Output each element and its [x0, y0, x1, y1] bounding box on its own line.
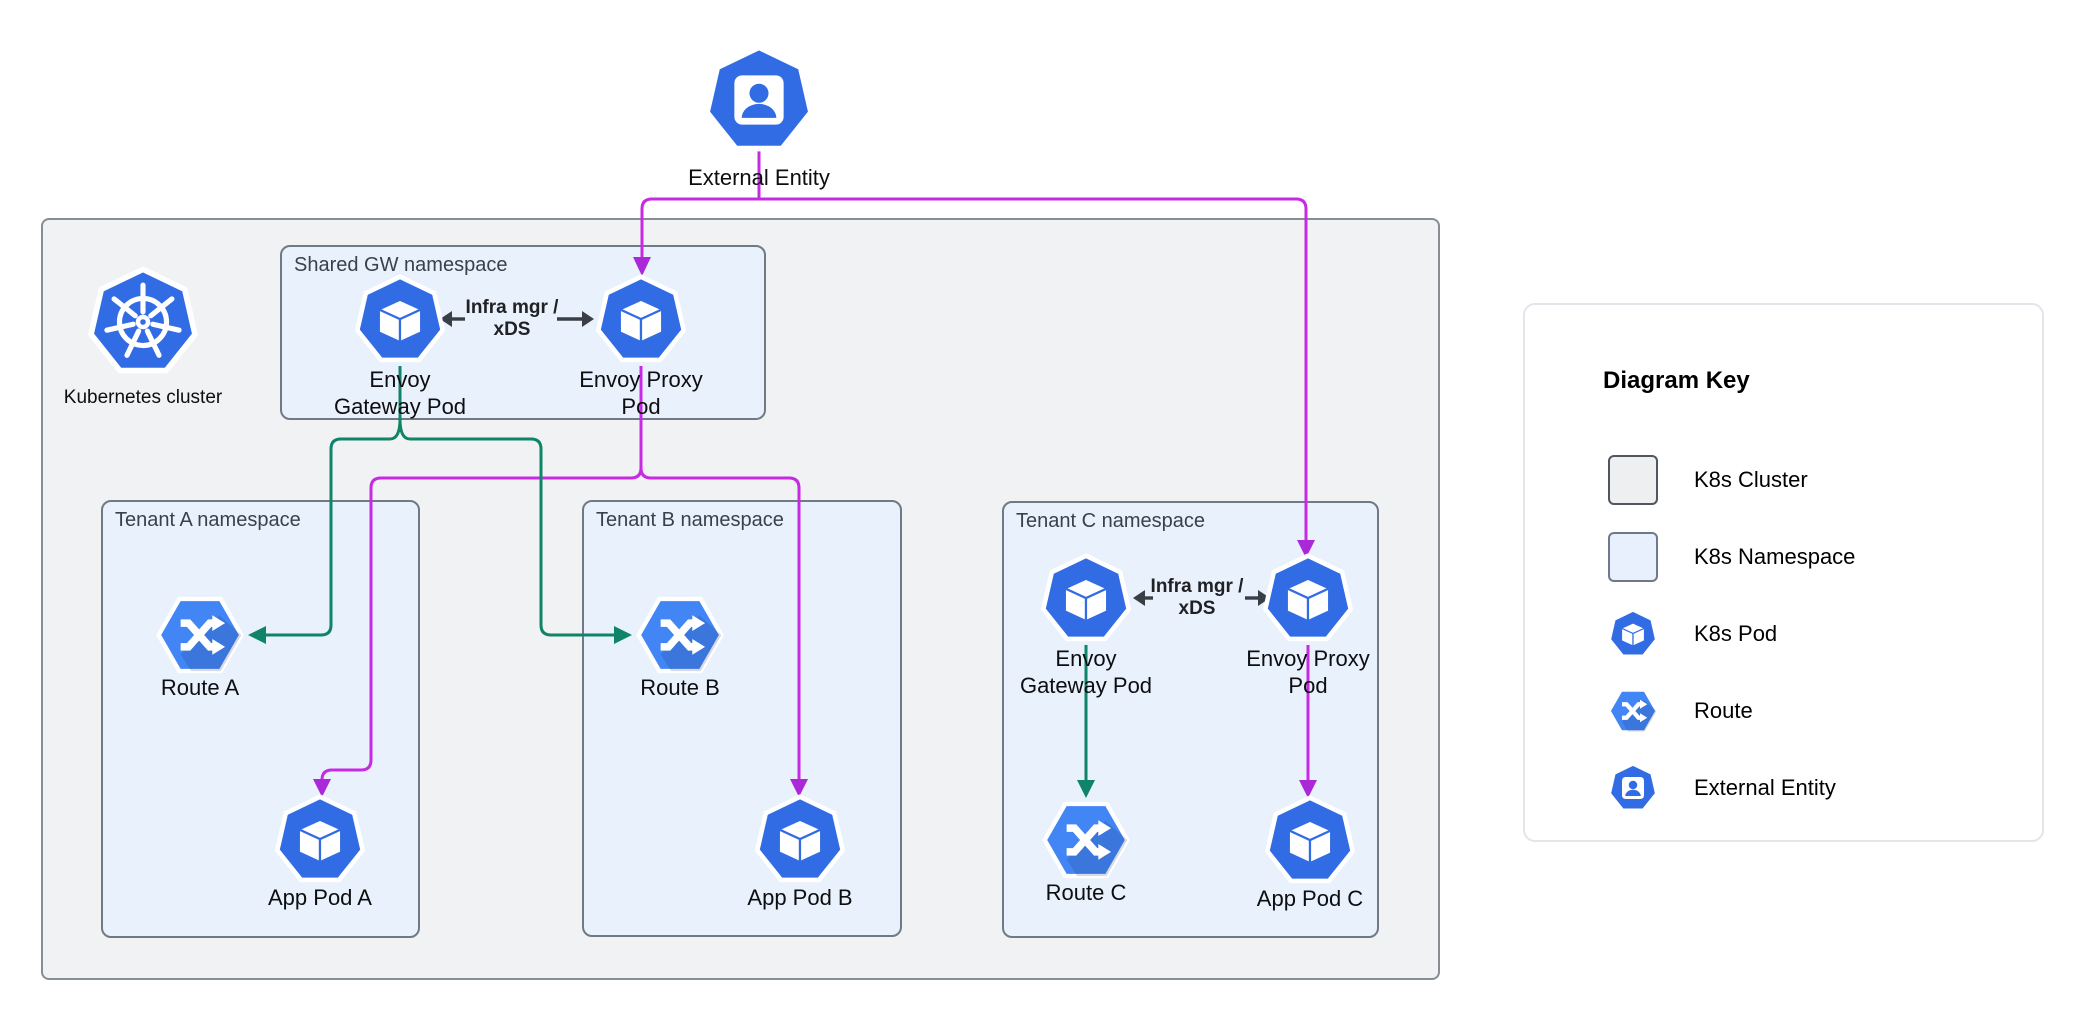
- app-pod-a-icon: [274, 794, 366, 886]
- app-pod-c-label: App Pod C: [1256, 886, 1364, 911]
- tenant-c-envoy-proxy-pod-label: Envoy Proxy Pod: [1246, 646, 1370, 698]
- external-entity-label: External Entity: [688, 165, 830, 190]
- kubernetes-cluster-label: Kubernetes cluster: [63, 387, 223, 408]
- app-pod-b-label: App Pod B: [747, 885, 853, 910]
- tenant-b-namespace-box: Tenant B namespace: [582, 500, 902, 937]
- shared-envoy-proxy-pod-label: Envoy Proxy Pod: [579, 367, 703, 419]
- legend-item-k8s-namespace: K8s Namespace: [1608, 532, 1855, 582]
- route-icon: [1608, 686, 1658, 736]
- shared-envoy-gateway-pod-icon: [354, 274, 446, 366]
- route-b-icon: [632, 591, 728, 679]
- diagram-key-title: Diagram Key: [1603, 367, 1750, 394]
- route-c-icon: [1038, 796, 1134, 884]
- shared-envoy-gateway-pod-label: Envoy Gateway Pod: [333, 367, 467, 419]
- app-pod-a-label: App Pod A: [268, 885, 372, 910]
- k8s-namespace-swatch: [1608, 532, 1658, 582]
- tenant-c-envoy-gateway-pod-icon: [1040, 553, 1132, 645]
- diagram-key-panel: Diagram Key K8s Cluster K8s Namespace K8…: [1523, 303, 2044, 842]
- kubernetes-cluster-icon: [87, 266, 199, 378]
- app-pod-b-icon: [754, 794, 846, 886]
- legend-item-external-entity: External Entity: [1608, 763, 1836, 813]
- shared-envoy-proxy-pod-icon: [595, 274, 687, 366]
- tenant-c-envoy-gateway-pod-label: Envoy Gateway Pod: [1019, 646, 1153, 698]
- tenant-c-namespace-title: Tenant C namespace: [1016, 510, 1206, 532]
- route-b-label: Route B: [640, 675, 720, 700]
- external-entity-icon: [1608, 763, 1658, 813]
- route-c-label: Route C: [1045, 880, 1127, 905]
- k8s-cluster-swatch: [1608, 455, 1658, 505]
- k8s-pod-icon: [1608, 609, 1658, 659]
- route-a-icon: [152, 591, 248, 679]
- route-a-label: Route A: [160, 675, 240, 700]
- tenant-a-namespace-box: Tenant A namespace: [101, 500, 420, 938]
- legend-item-k8s-cluster: K8s Cluster: [1608, 455, 1808, 505]
- shared-gw-namespace-title: Shared GW namespace: [294, 254, 508, 276]
- app-pod-c-icon: [1264, 795, 1356, 887]
- tenant-b-namespace-title: Tenant B namespace: [596, 509, 784, 531]
- legend-item-k8s-pod: K8s Pod: [1608, 609, 1777, 659]
- legend-item-route: Route: [1608, 686, 1753, 736]
- external-entity-icon: [703, 44, 815, 156]
- shared-xds-label: Infra mgr / xDS: [465, 297, 559, 340]
- tenant-c-xds-label: Infra mgr / xDS: [1150, 576, 1244, 619]
- tenant-c-envoy-proxy-pod-icon: [1262, 553, 1354, 645]
- tenant-a-namespace-title: Tenant A namespace: [115, 509, 301, 531]
